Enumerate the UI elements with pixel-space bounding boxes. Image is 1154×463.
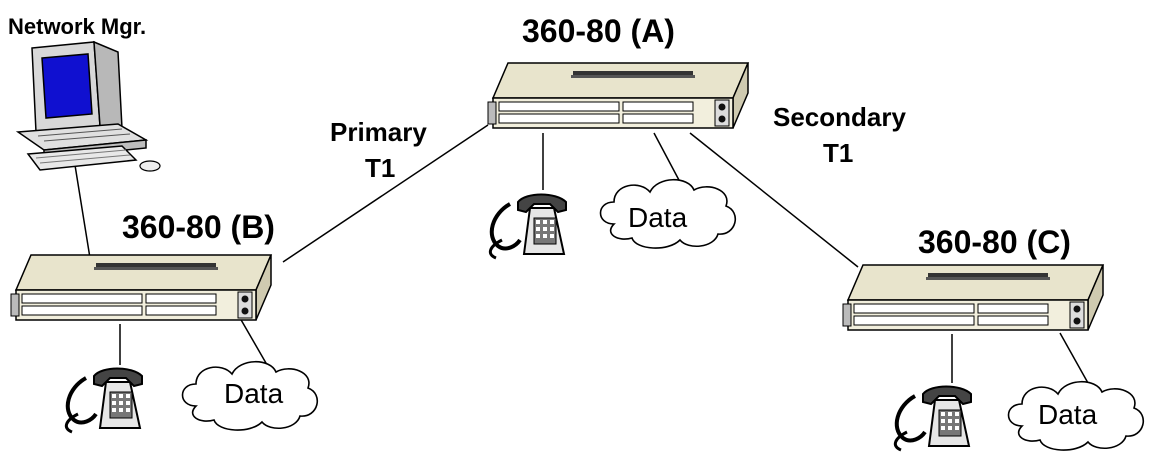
data-link-a: [653, 132, 681, 183]
data-link-b: [239, 317, 271, 371]
data-label-a: Data: [628, 202, 688, 233]
secondary-label-line2: T1: [823, 138, 853, 168]
secondary-t1-link: [689, 132, 859, 268]
rack-unit-icon: [487, 62, 749, 129]
telephone-icon: [893, 384, 973, 452]
data-label-b: Data: [224, 378, 284, 409]
rack-unit-icon: [10, 254, 272, 321]
telephone-icon: [64, 366, 144, 434]
device-a-label: 360-80 (A): [522, 13, 675, 49]
device-b-label: 360-80 (B): [122, 209, 275, 245]
data-label-c: Data: [1038, 399, 1098, 430]
telephone-icon: [488, 192, 568, 260]
data-link-c: [1059, 332, 1089, 384]
network-mgr-label: Network Mgr.: [8, 14, 146, 39]
connections: [68, 124, 1089, 384]
device-c-label: 360-80 (C): [918, 224, 1071, 260]
primary-label-line2: T1: [365, 153, 395, 183]
primary-label-line1: Primary: [330, 117, 427, 147]
rack-unit-icon: [842, 264, 1104, 331]
primary-t1-link: [282, 124, 489, 263]
computer-icon: [17, 41, 161, 172]
secondary-label-line1: Secondary: [773, 102, 906, 132]
